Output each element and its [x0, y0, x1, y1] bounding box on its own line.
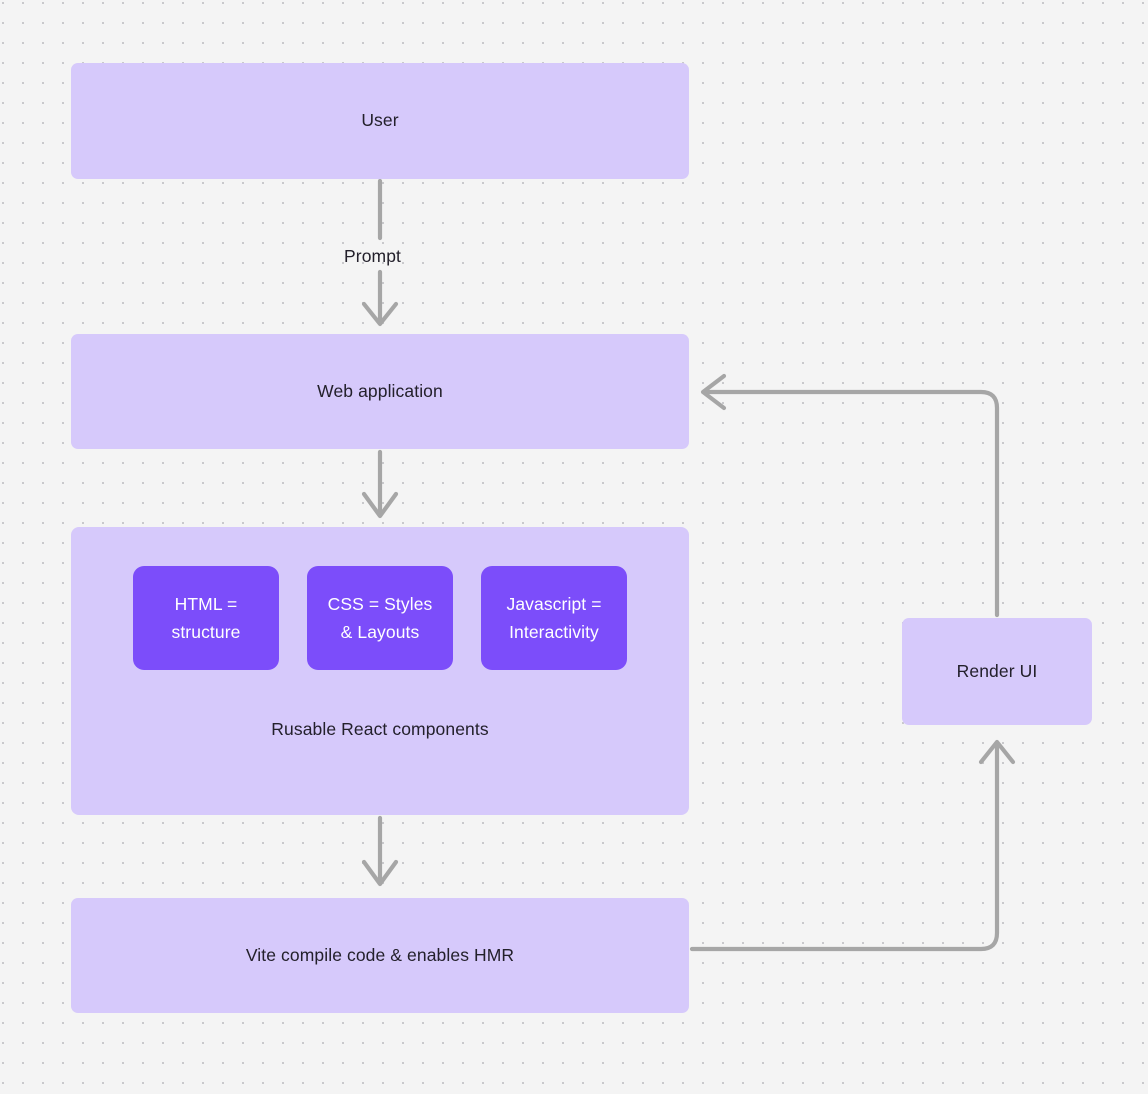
- node-react-components-caption: Rusable React components: [271, 719, 489, 739]
- node-user[interactable]: User: [71, 63, 689, 179]
- node-web-application[interactable]: Web application: [71, 334, 689, 449]
- node-web-application-label: Web application: [317, 380, 443, 401]
- edge-render-to-webapp: [700, 373, 1000, 618]
- node-user-label: User: [361, 110, 399, 131]
- node-react-components[interactable]: HTML = structure CSS = Styles & Layouts …: [71, 527, 689, 815]
- edge-label-prompt: Prompt: [344, 246, 402, 266]
- component-box-row: HTML = structure CSS = Styles & Layouts …: [71, 566, 689, 670]
- component-box-javascript[interactable]: Javascript = Interactivity: [481, 566, 627, 670]
- component-box-html-line2: structure: [171, 622, 241, 642]
- component-box-html-line1: HTML =: [174, 593, 238, 614]
- component-box-css-line1: CSS = Styles: [327, 593, 433, 614]
- node-render-ui-label: Render UI: [956, 660, 1038, 681]
- component-box-html[interactable]: HTML = structure: [133, 566, 279, 670]
- node-render-ui[interactable]: Render UI: [902, 618, 1092, 725]
- component-box-html-label: HTML = structure: [172, 590, 241, 647]
- component-box-css-label: CSS = Styles & Layouts: [328, 590, 433, 647]
- component-box-javascript-line1: Javascript =: [506, 593, 602, 614]
- component-box-javascript-label: Javascript = Interactivity: [506, 590, 601, 647]
- node-vite[interactable]: Vite compile code & enables HMR: [71, 898, 689, 1013]
- node-vite-label: Vite compile code & enables HMR: [245, 944, 515, 965]
- component-box-css-line2: & Layouts: [340, 622, 420, 642]
- edge-components-to-vite: [361, 815, 399, 887]
- component-box-css[interactable]: CSS = Styles & Layouts: [307, 566, 453, 670]
- edge-vite-to-render: [689, 739, 1016, 952]
- component-box-javascript-line2: Interactivity: [509, 622, 599, 642]
- edge-webapp-to-components: [361, 449, 399, 519]
